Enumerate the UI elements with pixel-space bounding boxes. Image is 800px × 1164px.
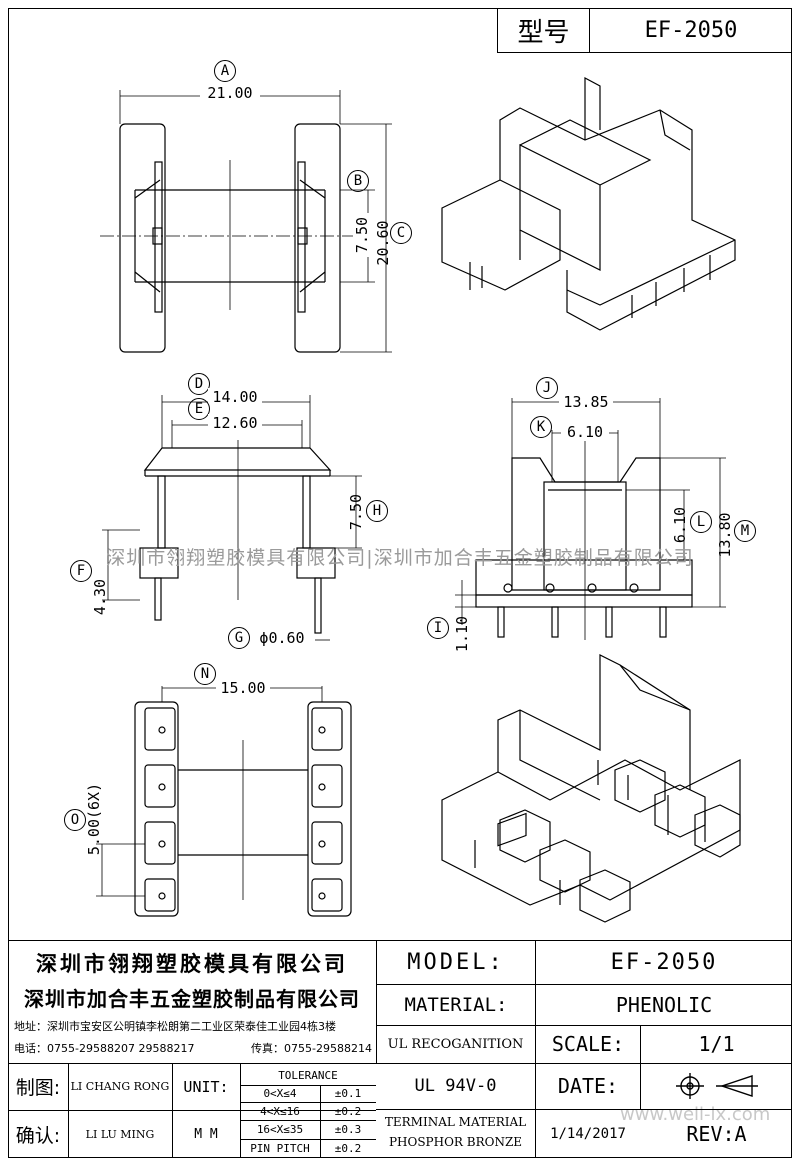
dim-letter-K: K bbox=[530, 416, 552, 438]
iso-view-bottom bbox=[441, 654, 741, 923]
dim-letter-F: F bbox=[70, 560, 92, 582]
dim-value-N: 15.00 bbox=[216, 679, 270, 697]
terminal-material-line1: TERMINAL MATERIAL bbox=[384, 1115, 527, 1129]
material-value: PHENOLIC bbox=[615, 992, 713, 1017]
terminal-material-line2: PHOSPHOR BRONZE bbox=[388, 1135, 523, 1149]
bottom-view bbox=[96, 686, 352, 917]
dim-letter-J: J bbox=[536, 377, 558, 399]
dim-letter-D: D bbox=[188, 373, 210, 395]
unit-label: UNIT: bbox=[183, 1077, 229, 1096]
header-model-value: EF-2050 bbox=[589, 8, 792, 53]
company-phone: 电话：0755-29588207 29588217 bbox=[14, 1042, 195, 1055]
projection-symbol-icon bbox=[660, 1068, 770, 1104]
dim-value-O: 5.00(6X) bbox=[85, 782, 103, 856]
company-name-1: 深圳市翎翔塑胶模具有限公司 bbox=[36, 952, 348, 976]
dim-letter-L: L bbox=[690, 511, 712, 533]
date-value: 1/14/2017 bbox=[550, 1126, 626, 1142]
tol-range-1: 0<X≤4 bbox=[263, 1087, 297, 1100]
top-view bbox=[100, 90, 392, 353]
tol-value-2: ±0.2 bbox=[334, 1104, 362, 1118]
drawn-by-value: LI CHANG RONG bbox=[70, 1080, 170, 1093]
tol-range-4: PIN PITCH bbox=[250, 1142, 310, 1155]
dim-letter-G: G bbox=[228, 627, 250, 649]
dim-value-F: 4.30 bbox=[91, 578, 109, 616]
dim-value-K: 6.10 bbox=[561, 423, 609, 441]
model-label: MODEL: bbox=[407, 949, 505, 975]
dim-value-G: ϕ0.60 bbox=[259, 629, 305, 647]
company-address: 地址：深圳市宝安区公明镇李松朗第二工业区荣泰佳工业园4栋3楼 bbox=[14, 1020, 336, 1033]
technical-drawing bbox=[96, 77, 741, 923]
dim-letter-N: N bbox=[194, 663, 216, 685]
company-name-2: 深圳市加合丰五金塑胶制品有限公司 bbox=[24, 986, 360, 1011]
tol-value-3: ±0.3 bbox=[334, 1123, 362, 1136]
dim-value-E: 12.60 bbox=[208, 414, 262, 432]
tolerance-title: TOLERANCE bbox=[278, 1068, 338, 1082]
dim-value-B: 7.50 bbox=[353, 213, 371, 257]
ul-label: UL RECOGANITION bbox=[387, 1036, 524, 1052]
drawing-frame bbox=[8, 8, 792, 1158]
dim-A: A bbox=[214, 60, 236, 82]
dim-letter-H: H bbox=[366, 500, 388, 522]
dim-value-C: 20.60 bbox=[374, 220, 392, 266]
dim-value-I: 1.10 bbox=[453, 615, 471, 653]
dim-value-J: 13.85 bbox=[559, 393, 613, 411]
scale-label: SCALE: bbox=[551, 1032, 625, 1056]
dim-value-D: 14.00 bbox=[208, 388, 262, 406]
scale-value: 1/1 bbox=[698, 1032, 735, 1056]
checked-by-label: 确认: bbox=[15, 1124, 61, 1147]
dim-letter-B: B bbox=[347, 170, 369, 192]
company-fax: 传真：0755-29588214 bbox=[251, 1042, 372, 1055]
material-label: MATERIAL: bbox=[404, 993, 508, 1016]
dim-letter-I: I bbox=[427, 617, 449, 639]
drawn-by-label: 制图: bbox=[15, 1077, 61, 1099]
tol-range-2: 4<X≤16 bbox=[260, 1104, 300, 1118]
iso-view-top bbox=[441, 77, 736, 331]
watermark-text: 深圳市翎翔塑胶模具有限公司|深圳市加合丰五金塑胶制品有限公司 bbox=[106, 547, 694, 569]
header-model-label: 型号 bbox=[497, 8, 589, 53]
dim-value-A: 21.00 bbox=[200, 84, 260, 102]
dim-value-H: 7.50 bbox=[347, 493, 365, 531]
checked-by-value: LI LU MING bbox=[85, 1127, 155, 1141]
dim-letter-M: M bbox=[734, 520, 756, 542]
tol-range-3: 16<X≤35 bbox=[256, 1123, 304, 1136]
dim-letter-C: C bbox=[390, 222, 412, 244]
tol-value-1: ±0.1 bbox=[334, 1087, 362, 1100]
tol-value-4: ±0.2 bbox=[334, 1142, 362, 1155]
unit-value: M M bbox=[194, 1126, 218, 1142]
dim-letter-A: A bbox=[214, 60, 236, 82]
ul-value: UL 94V-0 bbox=[414, 1076, 497, 1096]
rev-label: REV:A bbox=[686, 1122, 747, 1146]
dim-letter-O: O bbox=[64, 809, 86, 831]
dim-value-L: 6.10 bbox=[671, 506, 689, 544]
model-value: EF-2050 bbox=[610, 949, 718, 975]
date-label: DATE: bbox=[557, 1074, 619, 1098]
dim-letter-E: E bbox=[188, 398, 210, 420]
